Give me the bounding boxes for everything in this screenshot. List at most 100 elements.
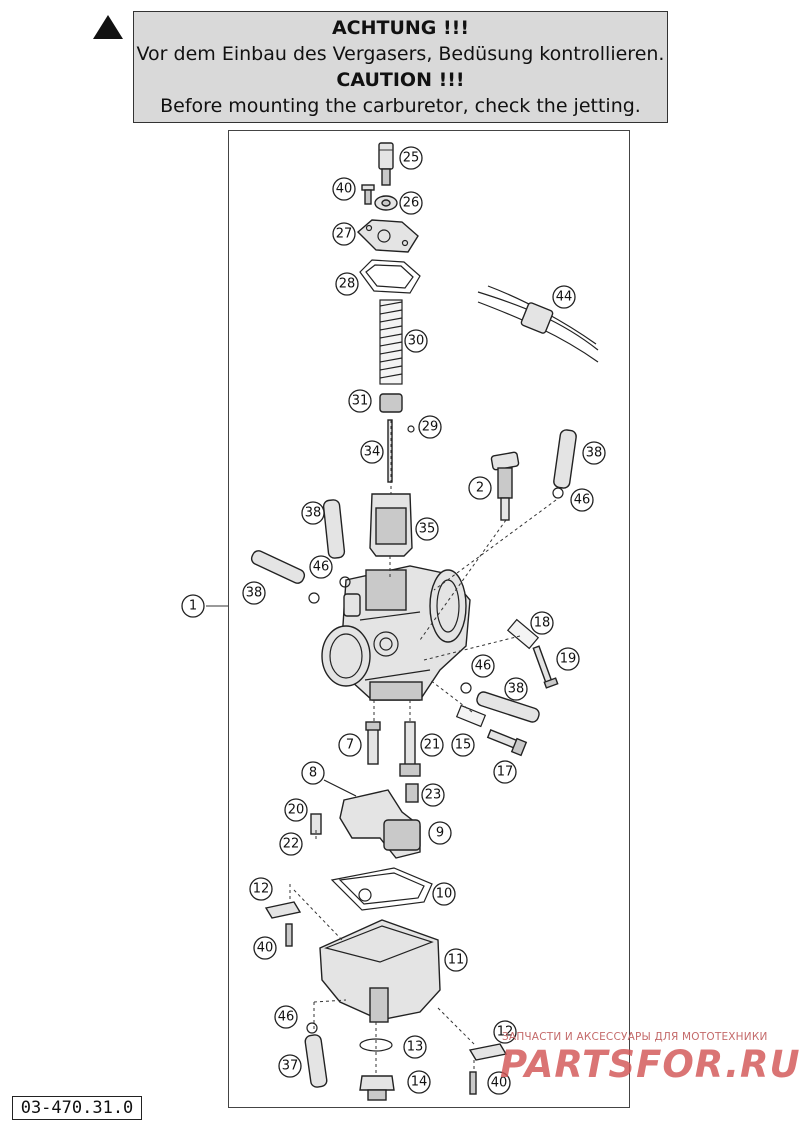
callout-12: 12 [493, 1020, 517, 1044]
callout-11: 11 [444, 948, 468, 972]
svg-text:31: 31 [352, 394, 369, 409]
svg-text:1: 1 [189, 599, 197, 614]
svg-text:22: 22 [283, 837, 300, 852]
svg-text:44: 44 [556, 290, 573, 305]
svg-text:38: 38 [586, 446, 603, 461]
callout-10: 10 [432, 882, 456, 906]
svg-text:17: 17 [497, 765, 514, 780]
svg-text:40: 40 [336, 182, 353, 197]
jet-needle-part [387, 419, 393, 483]
bowl-gasket-part [330, 867, 433, 911]
svg-text:30: 30 [408, 334, 425, 349]
svg-text:14: 14 [411, 1075, 428, 1090]
callout-37: 37 [278, 1054, 302, 1078]
callout-19: 19 [556, 647, 580, 671]
callout-17: 17 [493, 760, 517, 784]
clip-part [306, 1022, 318, 1034]
callout-46: 46 [309, 555, 333, 579]
svg-text:12: 12 [497, 1025, 514, 1040]
svg-text:38: 38 [508, 682, 525, 697]
adjuster-screw-part [378, 142, 394, 186]
svg-text:35: 35 [419, 522, 436, 537]
svg-text:25: 25 [403, 151, 420, 166]
svg-text:8: 8 [309, 766, 317, 781]
caution-heading-en: CAUTION !!! [336, 69, 465, 91]
caution-heading-de: ACHTUNG !!! [331, 17, 470, 39]
svg-text:18: 18 [534, 616, 551, 631]
callout-38: 38 [504, 677, 528, 701]
needle-jet-part [399, 721, 421, 777]
svg-text:38: 38 [305, 506, 322, 521]
screw-part [532, 645, 559, 689]
clip-part [407, 425, 415, 433]
bracket-part [468, 1043, 508, 1095]
cap-screw-part [361, 184, 375, 205]
callout-9: 9 [428, 821, 452, 845]
throttle-cable-part [477, 285, 599, 363]
o-ring-part [359, 1038, 393, 1052]
hose-part [250, 550, 306, 584]
callout-28: 28 [335, 272, 359, 296]
carburetor-body-part [321, 565, 471, 701]
callout-46: 46 [471, 654, 495, 678]
svg-text:26: 26 [403, 196, 420, 211]
svg-text:15: 15 [455, 738, 472, 753]
throttle-slide-part [369, 493, 413, 557]
svg-text:46: 46 [313, 560, 330, 575]
callout-22: 22 [279, 832, 303, 856]
callout-14: 14 [407, 1070, 431, 1094]
top-cover-part [356, 219, 419, 253]
callout-15: 15 [451, 733, 475, 757]
spring-part [455, 704, 487, 728]
document-code: 03-470.31.0 [12, 1096, 142, 1120]
svg-text:12: 12 [253, 882, 270, 897]
callout-30: 30 [404, 329, 428, 353]
svg-text:46: 46 [278, 1010, 295, 1025]
svg-text:34: 34 [364, 445, 381, 460]
callout-38: 38 [582, 441, 606, 465]
nut-part [374, 195, 398, 211]
callout-35: 35 [415, 517, 439, 541]
callout-13: 13 [403, 1035, 427, 1059]
caution-text-de: Vor dem Einbau des Vergasers, Bedüsung k… [136, 43, 665, 65]
svg-text:28: 28 [339, 277, 356, 292]
svg-text:2: 2 [476, 481, 484, 496]
hose-part [304, 1034, 328, 1088]
air-screw-part [490, 451, 520, 521]
svg-text:40: 40 [491, 1076, 508, 1091]
float-bowl-part [319, 919, 441, 1023]
hose-part [322, 499, 346, 559]
svg-text:7: 7 [346, 738, 354, 753]
svg-text:10: 10 [436, 887, 453, 902]
needle-retainer-part [379, 393, 403, 413]
cover-gasket-part [359, 259, 421, 294]
main-jet-part [405, 783, 419, 803]
callout-44: 44 [552, 285, 576, 309]
callout-40: 40 [487, 1071, 511, 1095]
callout-25: 25 [399, 146, 423, 170]
callout-21: 21 [420, 733, 444, 757]
svg-text:20: 20 [288, 803, 305, 818]
svg-text:46: 46 [475, 659, 492, 674]
spring-part [506, 618, 540, 650]
assembly-lines [289, 420, 557, 1076]
drain-plug-part [359, 1075, 395, 1101]
callout-23: 23 [421, 783, 445, 807]
callout-7: 7 [338, 733, 362, 757]
clip-part [552, 487, 564, 499]
callout-20: 20 [284, 798, 308, 822]
warning-triangle-icon [93, 15, 123, 39]
clip-part [460, 682, 472, 694]
callout-8: 8 [301, 761, 325, 785]
float-part [339, 789, 421, 859]
callout-40: 40 [332, 177, 356, 201]
svg-text:46: 46 [574, 493, 591, 508]
svg-text:23: 23 [425, 788, 442, 803]
callout-31: 31 [348, 389, 372, 413]
callout-2: 2 [468, 476, 492, 500]
watermark-brand: PARTSFOR.RU [500, 1043, 800, 1086]
slide-spring-part [379, 299, 403, 385]
svg-text:38: 38 [246, 586, 263, 601]
svg-text:11: 11 [448, 953, 465, 968]
